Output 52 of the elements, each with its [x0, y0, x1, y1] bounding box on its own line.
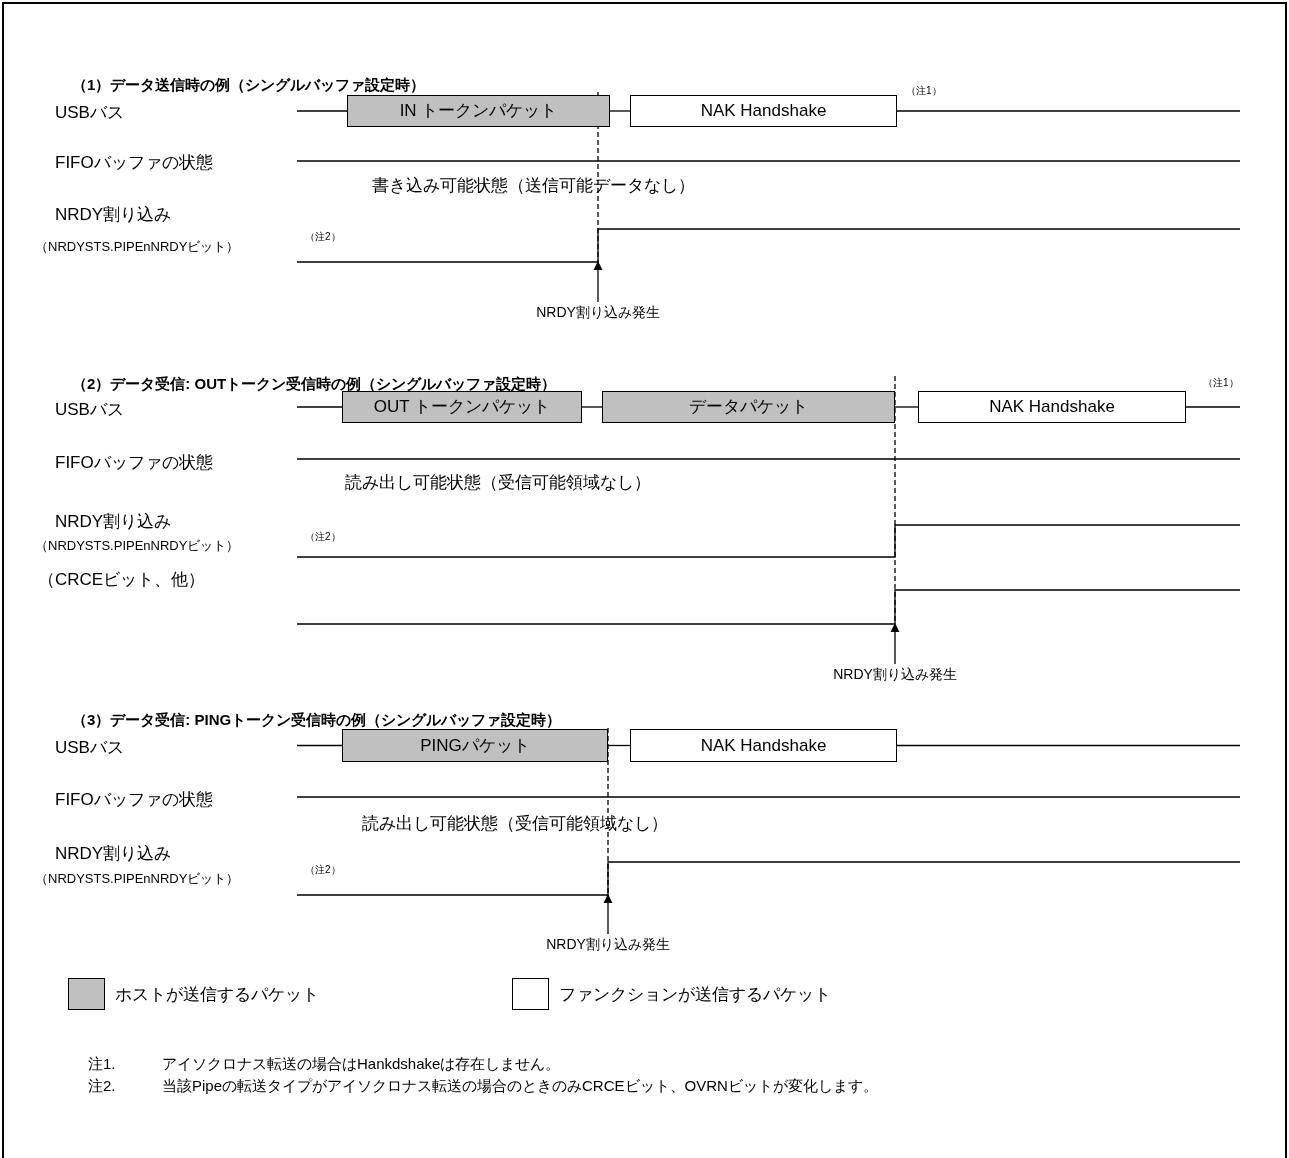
arrow — [890, 623, 900, 665]
bus-line — [609, 110, 631, 112]
bus-line — [581, 406, 603, 408]
text-label: 読み出し可能状態（受信可能領域なし） — [345, 472, 651, 494]
bus-line — [296, 110, 348, 112]
section-heading: （3）データ受信: PINGトークン受信時の例（シングルバッファ設定時） — [72, 710, 562, 730]
bus-line — [896, 110, 1241, 112]
packet-box: OUT トークンパケット — [342, 391, 582, 423]
packet-box: IN トークンパケット — [347, 95, 610, 127]
legend-text: ファンクションが送信するパケット — [559, 984, 831, 1006]
text-label: （NRDYSTS.PIPEnNRDYビット） — [35, 537, 240, 555]
bus-line — [894, 406, 919, 408]
text-label: FIFOバッファの状態 — [55, 152, 213, 174]
text-label: 注2. — [88, 1076, 116, 1096]
text-label: 読み出し可能状態（受信可能領域なし） — [362, 813, 668, 835]
text-label: （注2） — [305, 230, 341, 244]
legend-text: ホストが送信するパケット — [115, 984, 319, 1006]
packet-box: NAK Handshake — [918, 391, 1186, 423]
bus-line — [607, 744, 631, 747]
text-label: USBバス — [55, 399, 124, 421]
text-label: 注1. — [88, 1054, 116, 1074]
arrow — [593, 261, 603, 303]
packet-box: NAK Handshake — [630, 95, 897, 127]
bus-line — [1185, 406, 1241, 408]
arrow — [603, 894, 613, 935]
packet-box: NAK Handshake — [630, 729, 897, 762]
packet-box: データパケット — [602, 391, 895, 423]
text-label: USBバス — [55, 102, 124, 124]
bus-line — [296, 744, 343, 747]
bus-line — [896, 744, 1241, 747]
text-label: NRDY割り込み — [55, 843, 172, 865]
text-label: FIFOバッファの状態 — [55, 789, 213, 811]
text-label: （注2） — [305, 530, 341, 544]
text-label: USBバス — [55, 737, 124, 759]
section-heading: （1）データ送信時の例（シングルバッファ設定時） — [72, 75, 426, 95]
text-label: アイソクロナス転送の場合はHankdshakeは存在しません。 — [162, 1054, 561, 1074]
event-label: NRDY割り込み発生 — [508, 302, 688, 322]
text-label: NRDY割り込み — [55, 511, 172, 533]
text-label: NRDY割り込み — [55, 204, 172, 226]
text-label: （注1） — [906, 84, 942, 98]
text-label: （CRCEビット、他） — [38, 569, 206, 591]
text-label: 書き込み可能状態（送信可能データなし） — [372, 175, 695, 197]
text-label: （注1） — [1203, 376, 1239, 390]
event-label: NRDY割り込み発生 — [518, 934, 698, 954]
packet-box: PINGパケット — [342, 729, 608, 762]
text-label: （NRDYSTS.PIPEnNRDYビット） — [35, 238, 240, 256]
text-label: FIFOバッファの状態 — [55, 452, 213, 474]
text-label: （注2） — [305, 863, 341, 877]
event-label: NRDY割り込み発生 — [805, 664, 985, 684]
text-label: （NRDYSTS.PIPEnNRDYビット） — [35, 870, 240, 888]
text-label: 当該Pipeの転送タイプがアイソクロナス転送の場合のときのみCRCEビット、OVRNビットが変化します。 — [162, 1076, 878, 1096]
bus-line — [296, 406, 343, 408]
